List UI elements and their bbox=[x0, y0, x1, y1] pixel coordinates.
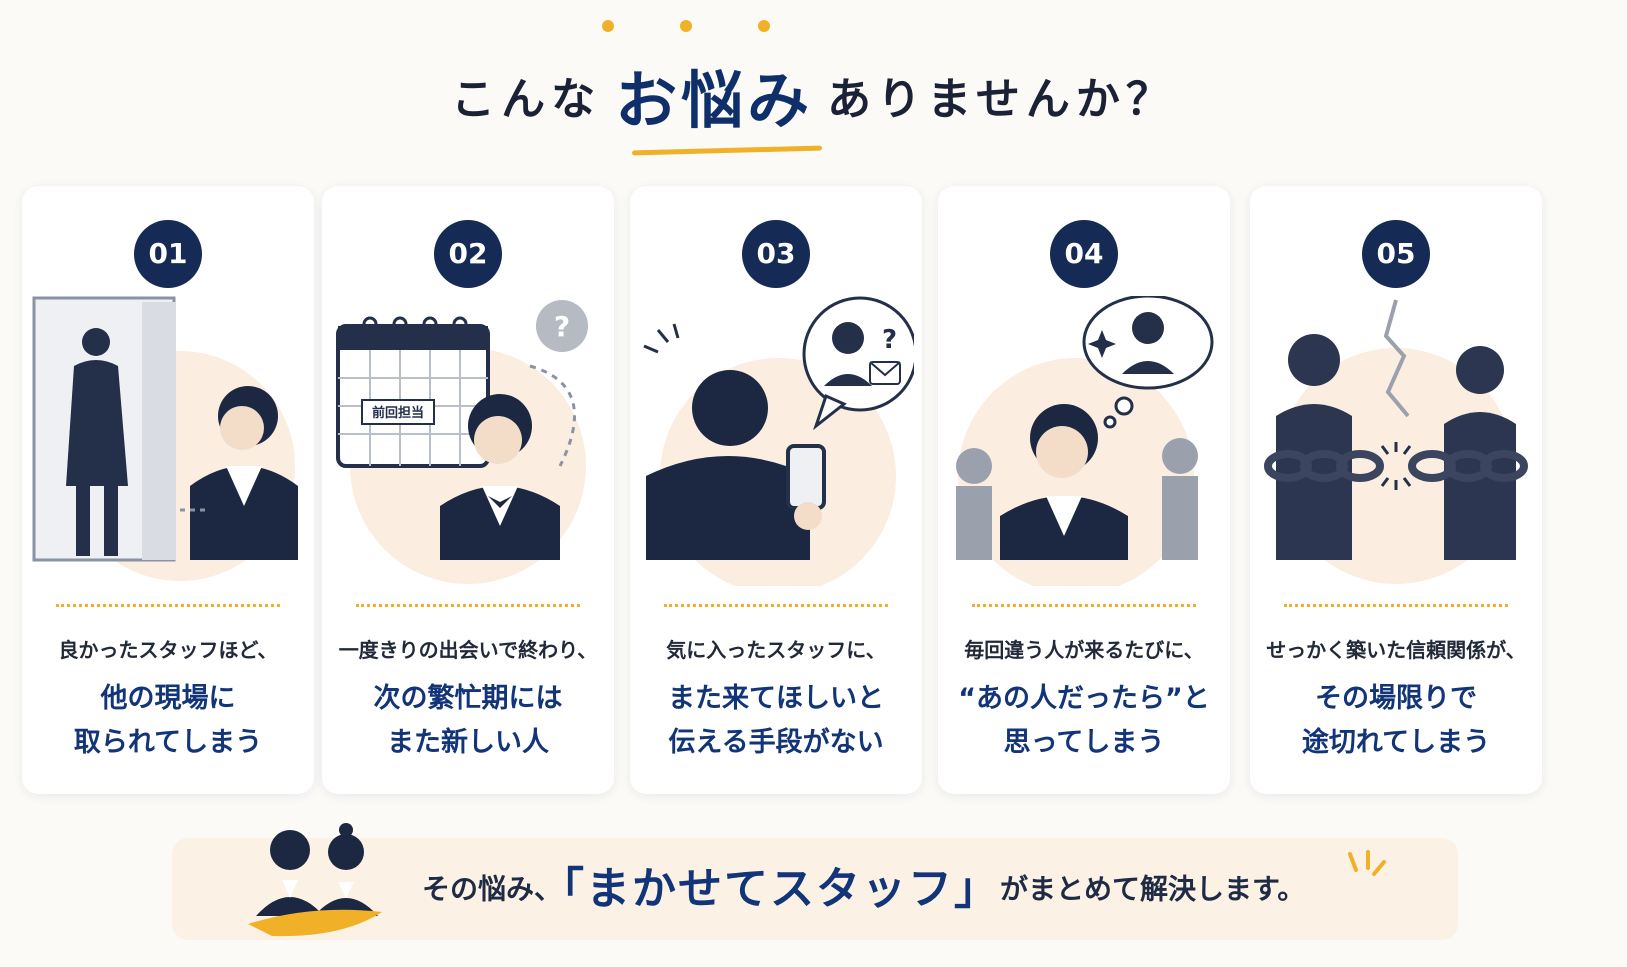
dotted-separator bbox=[56, 604, 280, 607]
dot-3 bbox=[758, 20, 770, 32]
card-highlight-line-1: また来てほしいと bbox=[668, 683, 884, 714]
question-mark: ? bbox=[882, 325, 897, 355]
dot-2 bbox=[680, 20, 692, 32]
card-highlight-line-1: その場限りで bbox=[1315, 683, 1477, 714]
sparkle-icon bbox=[1348, 850, 1386, 876]
dotted-separator bbox=[1284, 604, 1508, 607]
card-lead-text: 気に入ったスタッフに、 bbox=[666, 638, 886, 662]
dotted-separator bbox=[664, 604, 888, 607]
card-highlight-line-1: 他の現場に bbox=[100, 683, 236, 714]
problem-card-3: 03 ? 気に入ったスタッフに、 また来てほしいと 伝える手段がない bbox=[630, 186, 922, 794]
staff-leaving-icon bbox=[32, 296, 298, 581]
card-lead-text: 良かったスタッフほど、 bbox=[58, 638, 278, 662]
dotted-separator bbox=[356, 604, 580, 607]
card-lead-text: せっかく築いた信頼関係が、 bbox=[1266, 638, 1526, 662]
problem-card-2: 02 前回担当 ? 一度きりの出会いで終わり、 次の繁忙期には また新しい人 bbox=[322, 186, 614, 794]
card-number-badge: 04 bbox=[1050, 220, 1118, 288]
card-number-badge: 02 bbox=[434, 220, 502, 288]
card-highlight-line-2: また新しい人 bbox=[387, 727, 549, 758]
problem-card-5: 05 せっかく築いた信頼関係が、 その場限りで 途切れてしまう bbox=[1250, 186, 1542, 794]
smartphone-icon: ? bbox=[643, 296, 914, 586]
title-after: ありませんか？ bbox=[827, 74, 1176, 125]
solution-message: その悩み、「まかせてスタッフ」がまとめて解決します。 bbox=[422, 838, 1305, 940]
staff-pair-icon bbox=[248, 823, 382, 937]
title-underline bbox=[631, 145, 823, 156]
card-number-badge: 01 bbox=[134, 220, 202, 288]
dot-1 bbox=[602, 20, 614, 32]
solution-suffix: がまとめて解決します。 bbox=[1000, 872, 1306, 906]
calendar-icon: 前回担当 ? bbox=[336, 300, 588, 584]
card-lead-text: 毎回違う人が来るたびに、 bbox=[964, 638, 1204, 662]
card-highlight-line-2: 取られてしまう bbox=[73, 727, 263, 758]
card-number-badge: 03 bbox=[742, 220, 810, 288]
title-before: こんな bbox=[451, 74, 602, 125]
solution-prefix: その悩み、 bbox=[422, 872, 563, 906]
problem-card-1: 01 良かったスタッフほど、 他の現場に 取られてしまう bbox=[22, 186, 314, 794]
card-highlight-line-1: 次の繁忙期には bbox=[373, 683, 563, 714]
dotted-separator bbox=[972, 604, 1196, 607]
card-highlight-line-2: 途切れてしまう bbox=[1301, 727, 1491, 758]
card-highlight-line-1: “あの人だったら”と bbox=[958, 683, 1210, 714]
card-highlight-line-2: 伝える手段がない bbox=[668, 727, 884, 758]
solution-banner: その悩み、「まかせてスタッフ」がまとめて解決します。 bbox=[172, 823, 1458, 940]
broken-chain-icon bbox=[1264, 299, 1528, 584]
card-lead-text: 一度きりの出会いで終わり、 bbox=[338, 638, 598, 662]
title-dots bbox=[602, 20, 782, 36]
card-number-badge: 05 bbox=[1362, 220, 1430, 288]
thought-bubble-icon bbox=[956, 296, 1214, 586]
title-accent: お悩み bbox=[615, 64, 814, 137]
question-mark: ? bbox=[554, 310, 570, 343]
problem-card-4: 04 毎回違う人が来るたびに、 “あの人だったら”と 思ってしまう bbox=[938, 186, 1230, 794]
card-highlight-line-2: 思ってしまう bbox=[1003, 727, 1165, 758]
service-brand-name: 「まかせてスタッフ」 bbox=[562, 863, 1001, 915]
page-title: こんなお悩みありませんか？ bbox=[0, 50, 1627, 140]
calendar-label: 前回担当 bbox=[372, 405, 424, 421]
